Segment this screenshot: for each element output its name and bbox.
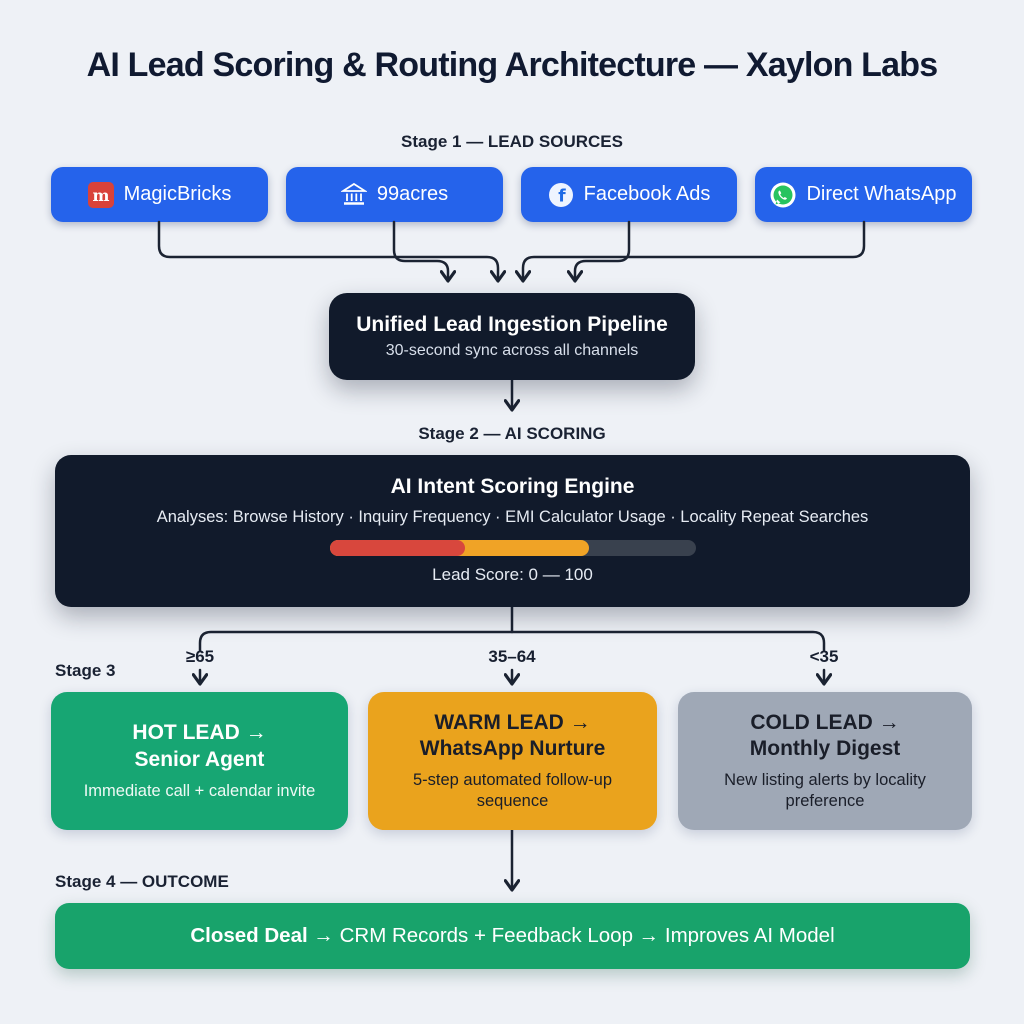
source-box-99acres: 99acres: [286, 167, 503, 222]
pipeline-box: Unified Lead Ingestion Pipeline 30-secon…: [329, 293, 695, 380]
page-title: AI Lead Scoring & Routing Architecture —…: [86, 46, 939, 84]
edge-facebook-pipeline: [575, 220, 631, 281]
stage4-label: Stage 4 — OUTCOME: [55, 872, 229, 891]
edge-whatsapp-pipeline: [523, 220, 866, 281]
threshold-warm: 35–64: [488, 647, 536, 666]
warm-lead-detail: 5-step automated follow-up sequence: [412, 771, 613, 811]
engine-analyses: Analyses: Browse History · Inquiry Frequ…: [156, 508, 869, 526]
pipeline-title: Unified Lead Ingestion Pipeline: [356, 313, 668, 336]
stage2-label: Stage 2 — AI SCORING: [418, 424, 606, 443]
source-label: MagicBricks: [123, 183, 232, 205]
lead-score-bar: [329, 540, 696, 556]
scoring-engine-box: AI Intent Scoring Engine Analyses: Brows…: [55, 455, 970, 607]
pipeline-subtitle: 30-second sync across all channels: [385, 342, 639, 359]
edge-magicbricks-pipeline: [157, 220, 498, 281]
warm-lead-box: WARM LEAD → WhatsApp Nurture 5-step auto…: [368, 692, 657, 830]
source-box-direct-whatsapp: Direct WhatsApp: [755, 167, 972, 222]
outcome-bar: Closed Deal → CRM Records + Feedback Loo…: [55, 903, 970, 969]
source-box-facebook-ads: f Facebook Ads: [521, 167, 737, 222]
source-label: Facebook Ads: [583, 183, 711, 205]
stage3-label: Stage 3: [55, 661, 116, 680]
score-bar-low-segment: [329, 540, 465, 556]
facebook-icon: f: [548, 182, 574, 208]
hot-lead-box: HOT LEAD → Senior Agent Immediate call +…: [51, 692, 348, 830]
source-label: Direct WhatsApp: [806, 183, 957, 205]
cold-lead-detail: New listing alerts by locality preferenc…: [724, 771, 926, 811]
cold-lead-box: COLD LEAD → Monthly Digest New listing a…: [678, 692, 972, 830]
hot-lead-route: Senior Agent: [134, 747, 265, 771]
source-box-magicbricks: m MagicBricks: [51, 167, 268, 222]
cold-lead-title: COLD LEAD →: [750, 710, 900, 734]
outcome-rest-text: → CRM Records + Feedback Loop → Improves…: [307, 924, 835, 947]
bank-building-icon: [340, 182, 367, 208]
engine-title: AI Intent Scoring Engine: [390, 475, 635, 498]
threshold-cold: <35: [809, 647, 839, 666]
stage1-label: Stage 1 — LEAD SOURCES: [401, 132, 623, 151]
hot-lead-title: HOT LEAD →: [132, 721, 267, 745]
svg-text:f: f: [558, 186, 566, 206]
source-label: 99acres: [376, 183, 449, 205]
warm-lead-title: WARM LEAD →: [434, 710, 591, 734]
hot-lead-detail: Immediate call + calendar invite: [83, 781, 316, 800]
warm-lead-route: WhatsApp Nurture: [419, 737, 606, 761]
lead-score-label: Lead Score: 0 — 100: [432, 565, 593, 584]
edge-99acres-pipeline: [392, 220, 448, 281]
outcome-bold-text: Closed Deal: [190, 924, 308, 947]
magicbricks-icon: m: [87, 181, 114, 208]
svg-text:m: m: [92, 186, 109, 205]
cold-lead-route: Monthly Digest: [749, 737, 901, 761]
threshold-hot: ≥65: [185, 647, 215, 666]
whatsapp-icon: [770, 182, 796, 208]
